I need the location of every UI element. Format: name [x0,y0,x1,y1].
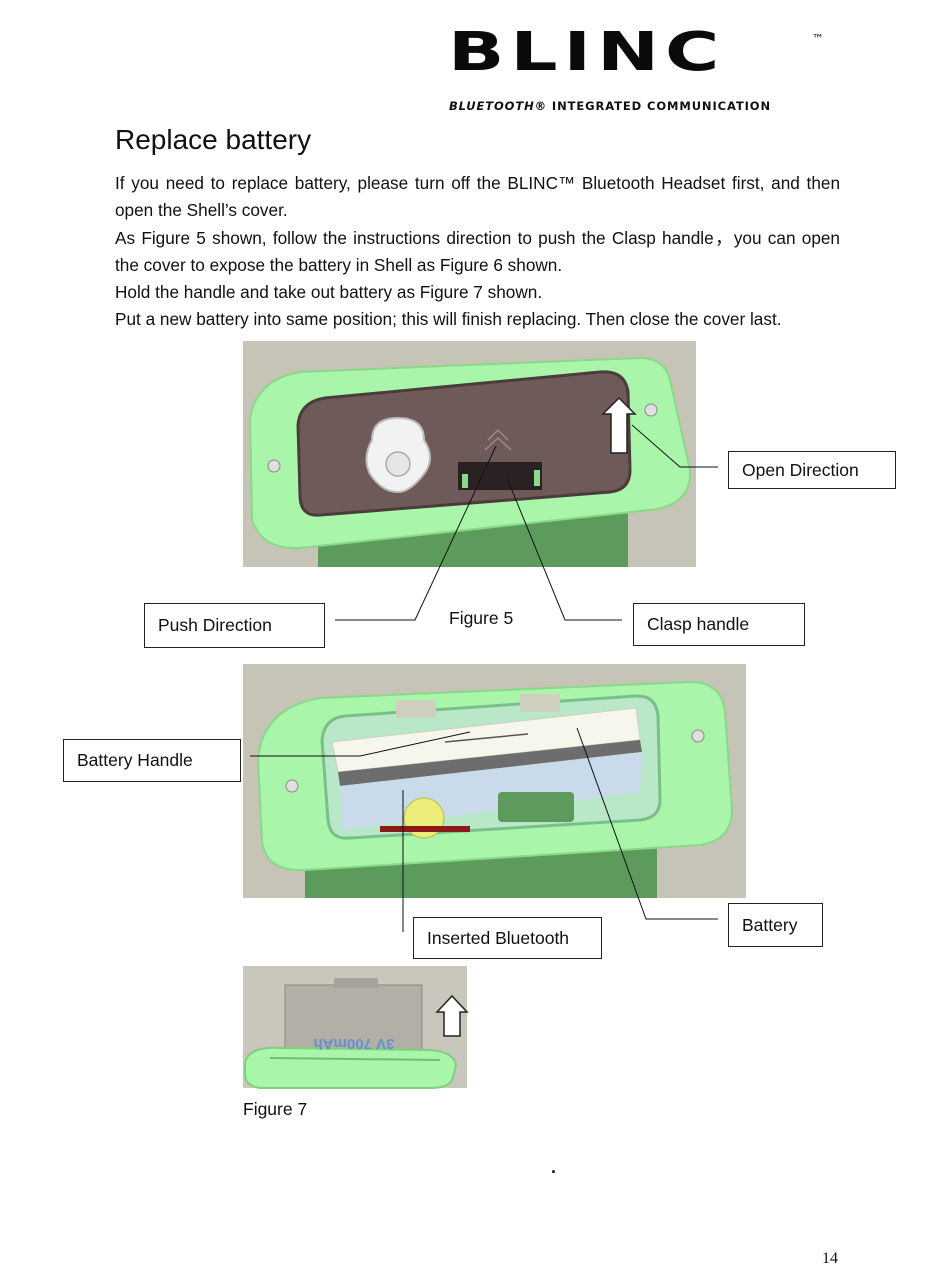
blinc-logo: BLINC [448,20,726,83]
label-push-direction: Push Direction [144,603,325,648]
paragraph-2: As Figure 5 shown, follow the instructio… [115,227,840,275]
figure6-image [243,664,746,898]
stray-dot: . [551,1157,557,1177]
label-clasp-handle: Clasp handle [633,603,805,646]
figure7-image: 3V 700mAh [243,966,469,1089]
paragraph-4: Put a new battery into same position; th… [115,309,782,330]
label-battery-handle: Battery Handle [63,739,241,782]
paragraph-3: Hold the handle and take out battery as … [115,282,543,303]
label-battery: Battery [728,903,823,947]
figure5-image [243,341,696,567]
logo-trademark: ™ [812,32,824,46]
label-inserted-bluetooth: Inserted Bluetooth [413,917,602,959]
section-heading: Replace battery [115,124,312,155]
tagline-bluetooth: BLUETOOTH® [449,99,548,113]
instructions-text: If you need to replace battery, please t… [115,170,840,334]
figure5-caption: Figure 5 [449,608,514,628]
logo-tagline: BLUETOOTH® INTEGRATED COMMUNICATION [449,99,771,113]
tagline-rest: INTEGRATED COMMUNICATION [547,99,772,113]
paragraph-1: If you need to replace battery, please t… [115,173,840,221]
figure7-caption: Figure 7 [243,1099,308,1119]
label-open-direction: Open Direction [728,451,896,489]
battery-print: 3V 700mAh [314,1035,395,1052]
page-number: 14 [822,1250,838,1267]
